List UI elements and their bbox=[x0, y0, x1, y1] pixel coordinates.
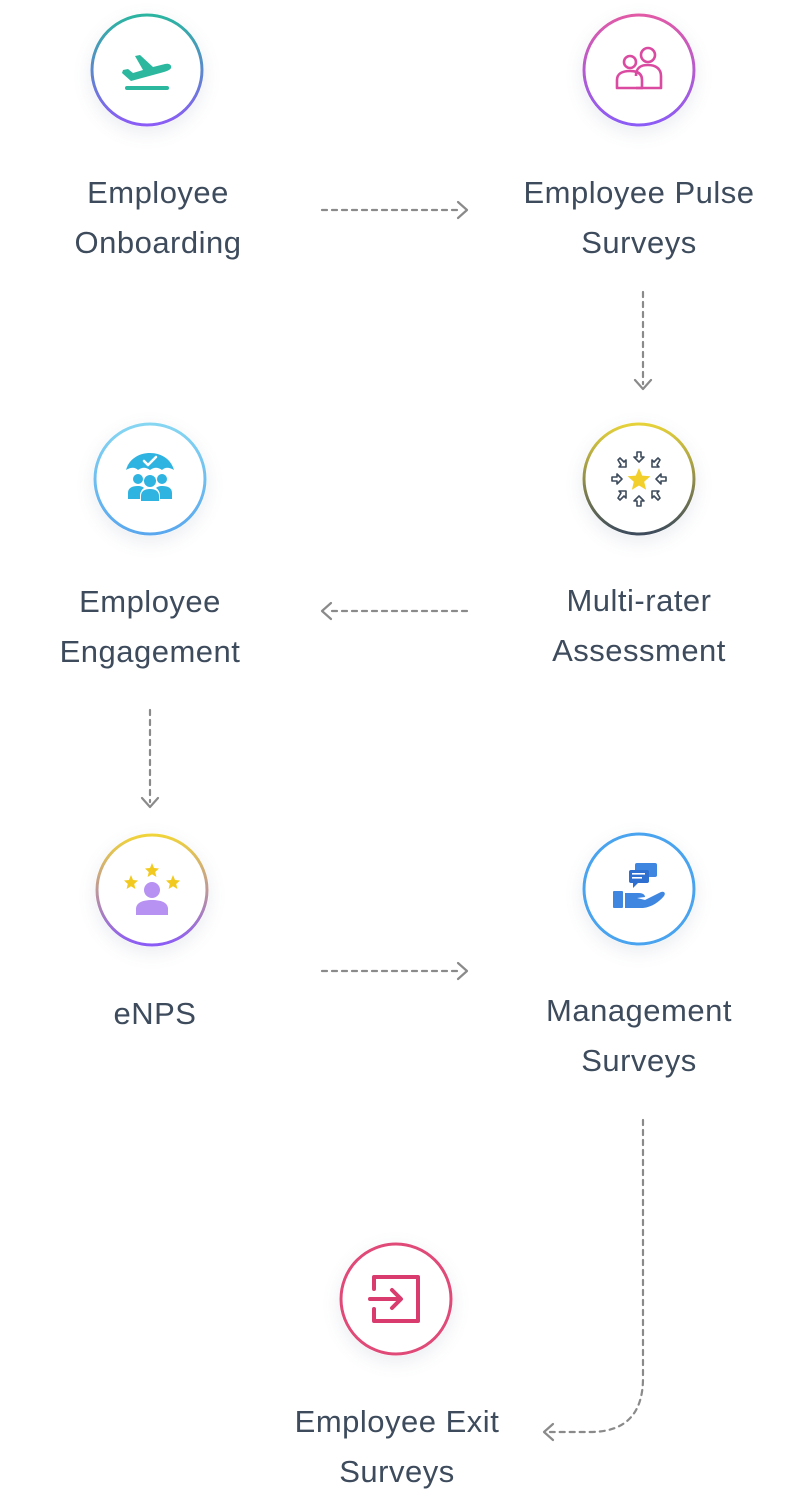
engagement-label: Employee Engagement bbox=[59, 584, 241, 669]
onboarding-label: Employee Onboarding bbox=[74, 175, 242, 260]
management-ring bbox=[582, 832, 696, 946]
management-node bbox=[582, 832, 696, 946]
management-label: Management Surveys bbox=[546, 993, 732, 1078]
arrowhead-left-1 bbox=[320, 601, 333, 621]
arrowhead-right-1 bbox=[456, 200, 469, 220]
exit-door-icon bbox=[368, 1275, 420, 1323]
star-arrows-icon bbox=[611, 451, 667, 507]
connector-management-to-exit bbox=[548, 1118, 645, 1434]
enps-node bbox=[95, 833, 209, 947]
user-stars-icon bbox=[124, 863, 180, 915]
exit-node bbox=[339, 1242, 453, 1356]
exit-label: Employee Exit Surveys bbox=[294, 1404, 500, 1489]
pulse-node bbox=[582, 13, 696, 127]
team-umbrella-check-icon bbox=[126, 453, 174, 501]
arrowhead-left-2 bbox=[542, 1422, 555, 1442]
people-group-icon bbox=[615, 46, 663, 90]
engagement-node bbox=[93, 422, 207, 536]
multirater-node bbox=[582, 422, 696, 536]
arrowhead-right-2 bbox=[456, 961, 469, 981]
airplane-takeoff-icon bbox=[122, 55, 172, 90]
arrowhead-down-1 bbox=[633, 378, 653, 391]
enps-label: eNPS bbox=[113, 996, 197, 1031]
hand-chat-icon bbox=[613, 863, 665, 908]
pulse-label: Employee Pulse Surveys bbox=[523, 175, 755, 260]
onboarding-node bbox=[90, 13, 204, 127]
pulse-ring bbox=[582, 13, 696, 127]
multirater-label: Multi-rater Assessment bbox=[552, 583, 726, 668]
arrowhead-down-2 bbox=[140, 796, 160, 809]
